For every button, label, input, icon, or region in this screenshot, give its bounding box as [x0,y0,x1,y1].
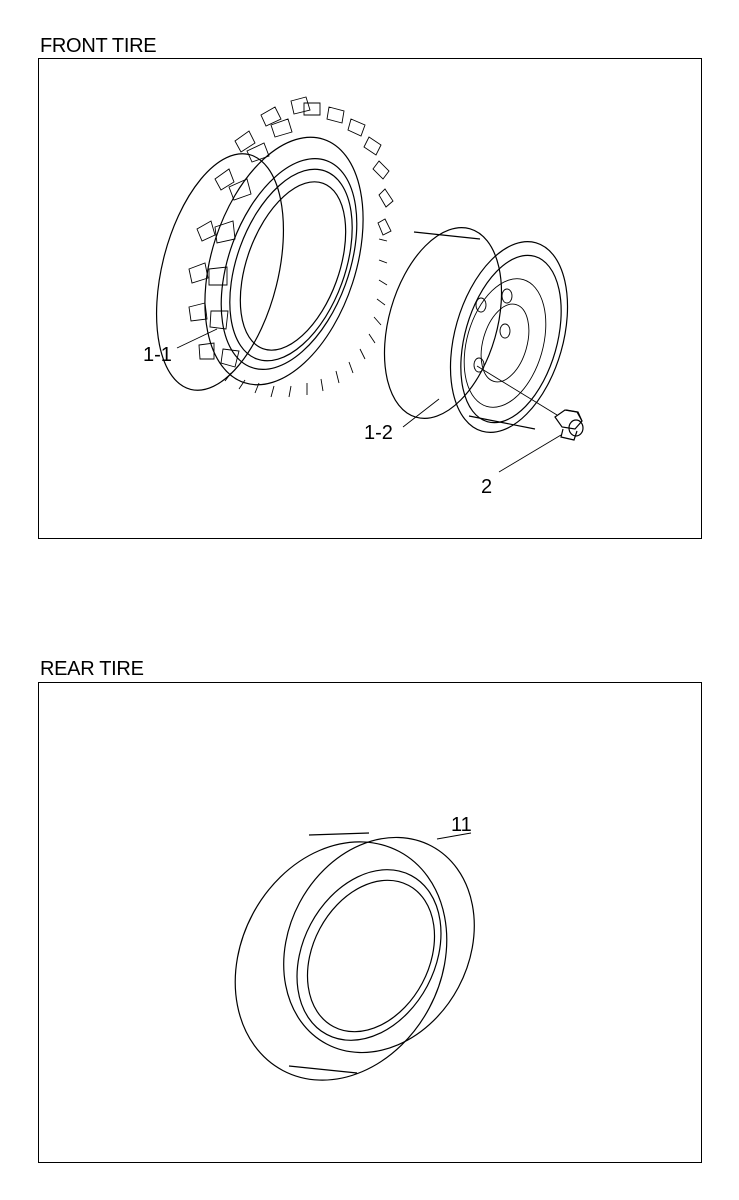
front-tire-diagram: 1-1 1-2 2 [143,96,584,498]
front-nut-callout-label: 2 [481,476,492,498]
front-tire-diagram-frame: 1-1 1-2 2 [38,58,702,539]
front-leader-lines [176,328,562,473]
rear-tire-diagram: 11 [234,814,475,1081]
front-rim-callout-label: 1-2 [364,422,393,444]
front-tire-callout-label: 1-1 [143,344,172,366]
rear-tire-illustration [234,832,475,1081]
rear-tire-section-title: REAR TIRE [40,658,144,680]
rear-tire-callout-label: 11 [451,814,472,836]
front-rim-illustration [383,227,569,433]
front-tire-section-title: FRONT TIRE [40,35,157,57]
rear-leader-line [436,832,472,840]
front-nut-illustration [554,409,584,441]
front-tire-illustration [155,96,394,398]
rear-tire-diagram-frame: 11 [38,682,702,1163]
